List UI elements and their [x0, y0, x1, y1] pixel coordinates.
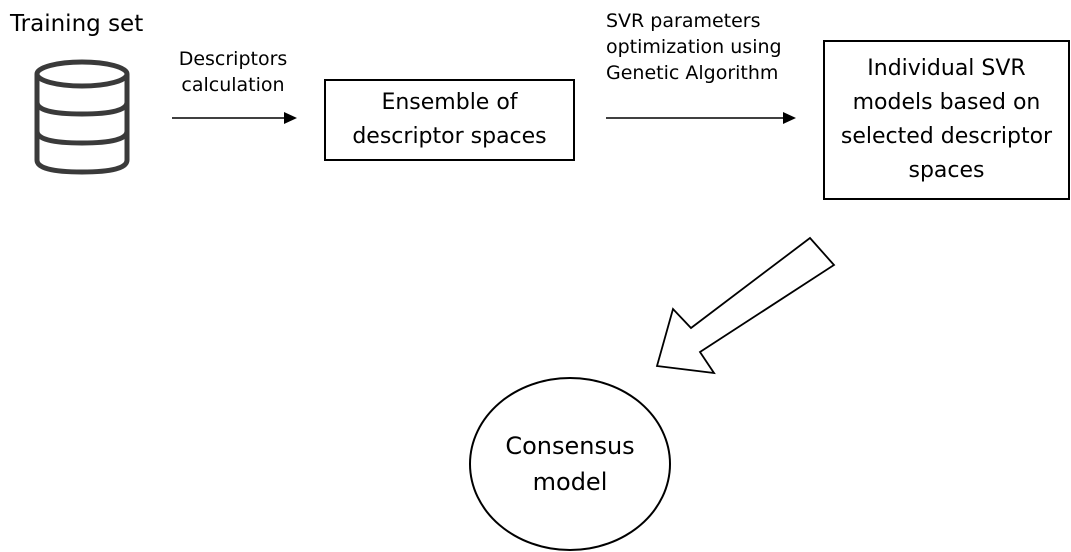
consensus-ellipse: Consensus model	[469, 377, 671, 551]
consensus-line-2: model	[532, 468, 608, 496]
ensemble-box: Ensemble of descriptor spaces	[324, 79, 575, 161]
ensemble-line-2: descriptor spaces	[352, 124, 547, 149]
edge-label-descriptors-line-2: calculation	[181, 74, 285, 96]
individual-svr-line-1: Individual SVR	[867, 56, 1026, 81]
edge-label-descriptors-line-1: Descriptors	[178, 48, 288, 70]
individual-svr-line-2: models based on	[852, 90, 1041, 115]
consensus-line-1: Consensus	[505, 432, 635, 460]
edge-label-descriptors: Descriptors calculation	[172, 46, 294, 98]
edge-label-optimization-line-3: Genetic Algorithm	[606, 62, 779, 84]
edge-label-optimization-line-1: SVR parameters	[606, 10, 761, 32]
edge-label-optimization-line-2: optimization using	[606, 36, 782, 58]
ensemble-line-1: Ensemble of	[381, 90, 518, 115]
individual-svr-box: Individual SVR models based on selected …	[823, 40, 1070, 200]
individual-svr-line-4: spaces	[908, 158, 985, 183]
individual-svr-line-3: selected descriptor	[840, 124, 1053, 149]
edge-label-optimization: SVR parameters optimization using Geneti…	[598, 8, 820, 86]
training-set-label: Training set	[10, 11, 144, 37]
